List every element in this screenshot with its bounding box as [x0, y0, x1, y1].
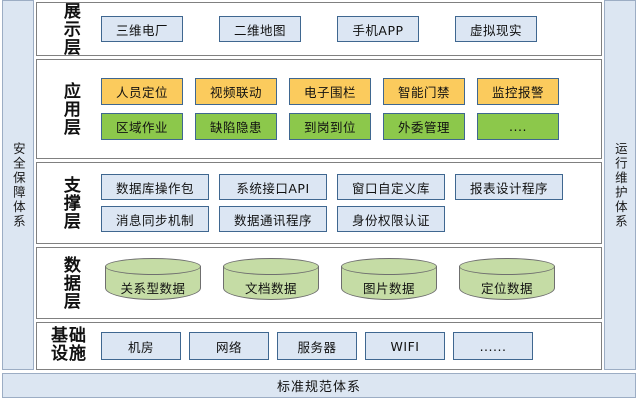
node-window-custom-library[interactable]: 窗口自定义库: [337, 174, 445, 200]
node-application-more[interactable]: ....: [477, 113, 559, 140]
cylinder-top-ellipse: [341, 258, 437, 275]
cylinder-relational-data[interactable]: 关系型数据: [105, 258, 201, 308]
layer-support-title-text: 支撑层: [59, 176, 80, 230]
layer-application-body: 人员定位 视频联动 电子围栏 智能门禁 监控报警 区域作业 缺陷隐患 到岗到位 …: [101, 60, 601, 158]
layer-infrastructure: 基础设施 机房 网络 服务器 WIFI ......: [36, 322, 602, 370]
node-personnel-positioning[interactable]: 人员定位: [101, 78, 183, 105]
right-vertical-band: 运行维护体系: [604, 0, 636, 370]
layer-infrastructure-title-text: 基础设施: [51, 326, 87, 364]
node-monitoring-alarm[interactable]: 监控报警: [477, 78, 559, 105]
layer-application: 应用层 人员定位 视频联动 电子围栏 智能门禁 监控报警 区域作业 缺陷隐患 到…: [36, 59, 602, 159]
cylinder-label: 定位数据: [480, 280, 533, 296]
node-report-design-program[interactable]: 报表设计程序: [455, 174, 563, 200]
layer-data-title: 数据层: [37, 256, 101, 310]
cylinder-top-ellipse: [105, 258, 201, 275]
layer-support-title: 支撑层: [37, 176, 101, 230]
layer-presentation-body: 三维电厂 二维地图 手机APP 虚拟现实: [101, 3, 601, 55]
node-on-post-on-duty[interactable]: 到岗到位: [289, 113, 371, 140]
node-message-sync-mechanism[interactable]: 消息同步机制: [101, 206, 209, 232]
layer-presentation-title-text: 展示层: [59, 2, 80, 56]
node-mobile-app[interactable]: 手机APP: [337, 16, 419, 42]
node-network[interactable]: 网络: [189, 332, 269, 360]
layer-presentation: 展示层 三维电厂 二维地图 手机APP 虚拟现实: [36, 2, 602, 56]
data-cylinder-row: 关系型数据 文档数据 图片数据 定位数据: [101, 258, 595, 308]
support-node-row-1: 数据库操作包 系统接口API 窗口自定义库 报表设计程序: [101, 174, 595, 200]
bottom-standard-bar: 标准规范体系: [2, 373, 636, 398]
left-vertical-band: 安全保障体系: [2, 0, 34, 370]
cylinder-top-ellipse: [459, 258, 555, 275]
layer-support: 支撑层 数据库操作包 系统接口API 窗口自定义库 报表设计程序 消息同步机制 …: [36, 162, 602, 244]
layer-application-title: 应用层: [37, 82, 101, 136]
layer-data-title-text: 数据层: [59, 256, 80, 310]
layer-infrastructure-title: 基础设施: [37, 326, 101, 364]
layer-data: 数据层 关系型数据 文档数据: [36, 247, 602, 319]
layer-application-title-text: 应用层: [59, 82, 80, 136]
node-virtual-reality[interactable]: 虚拟现实: [455, 16, 537, 42]
node-data-communication-program[interactable]: 数据通讯程序: [219, 206, 327, 232]
support-node-row-2: 消息同步机制 数据通讯程序 身份权限认证: [101, 206, 595, 232]
node-defect-hazard[interactable]: 缺陷隐患: [195, 113, 277, 140]
node-smart-access-control[interactable]: 智能门禁: [383, 78, 465, 105]
cylinder-label: 图片数据: [362, 280, 415, 296]
left-vertical-band-label: 安全保障体系: [10, 141, 26, 229]
node-video-linkage[interactable]: 视频联动: [195, 78, 277, 105]
right-vertical-band-label: 运行维护体系: [612, 141, 628, 229]
node-server[interactable]: 服务器: [277, 332, 357, 360]
application-node-row-2: 区域作业 缺陷隐患 到岗到位 外委管理 ....: [101, 113, 595, 140]
cylinder-label: 关系型数据: [120, 280, 186, 296]
node-system-interface-api[interactable]: 系统接口API: [219, 174, 327, 200]
node-database-operation-package[interactable]: 数据库操作包: [101, 174, 209, 200]
layer-infrastructure-body: 机房 网络 服务器 WIFI ......: [101, 323, 601, 369]
cylinder-label: 文档数据: [244, 280, 297, 296]
node-2d-map[interactable]: 二维地图: [219, 16, 301, 42]
cylinder-positioning-data[interactable]: 定位数据: [459, 258, 555, 308]
node-infrastructure-more[interactable]: ......: [453, 332, 533, 360]
layer-presentation-title: 展示层: [37, 2, 101, 56]
infrastructure-node-row: 机房 网络 服务器 WIFI ......: [101, 332, 595, 360]
node-outsourcing-management[interactable]: 外委管理: [383, 113, 465, 140]
layer-stack: 展示层 三维电厂 二维地图 手机APP 虚拟现实 应用层 人员定位 视频联动: [36, 2, 602, 370]
layer-data-body: 关系型数据 文档数据 图片数据 定位数据: [101, 248, 601, 318]
cylinder-top-ellipse: [223, 258, 319, 275]
node-area-operation[interactable]: 区域作业: [101, 113, 183, 140]
layer-support-body: 数据库操作包 系统接口API 窗口自定义库 报表设计程序 消息同步机制 数据通讯…: [101, 163, 601, 243]
node-wifi[interactable]: WIFI: [365, 332, 445, 360]
application-node-row-1: 人员定位 视频联动 电子围栏 智能门禁 监控报警: [101, 78, 595, 105]
node-3d-plant[interactable]: 三维电厂: [101, 16, 183, 42]
node-machine-room[interactable]: 机房: [101, 332, 181, 360]
node-electronic-fence[interactable]: 电子围栏: [289, 78, 371, 105]
cylinder-document-data[interactable]: 文档数据: [223, 258, 319, 308]
cylinder-image-data[interactable]: 图片数据: [341, 258, 437, 308]
presentation-node-row: 三维电厂 二维地图 手机APP 虚拟现实: [101, 16, 595, 42]
node-identity-authorization[interactable]: 身份权限认证: [337, 206, 445, 232]
bottom-standard-bar-label: 标准规范体系: [276, 380, 361, 395]
